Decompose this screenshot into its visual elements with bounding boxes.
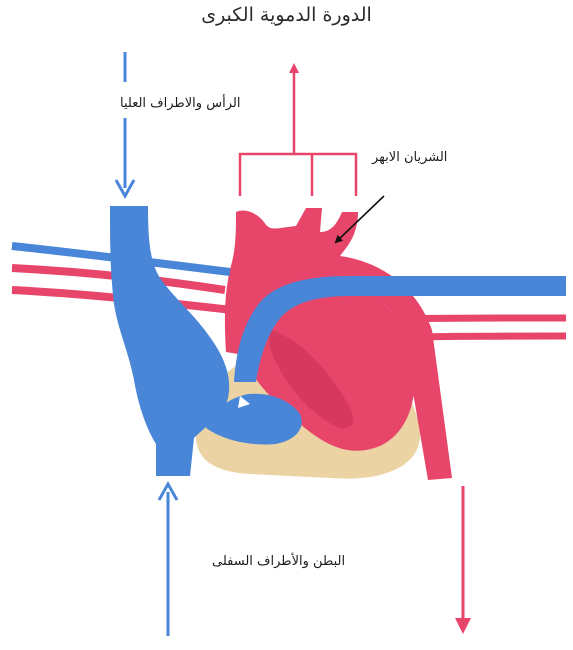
diagram-title: الدورة الدموية الكبرى (0, 4, 573, 26)
label-head-upper-limbs: الرأس والاطراف العليا (120, 96, 240, 111)
label-abdomen-lower-limbs: البطن والأطراف السفلى (212, 554, 345, 569)
label-aorta: الشريان الابهر (372, 150, 447, 165)
ivc-inflow-arrow (159, 484, 177, 636)
aorta-outflow-arrowhead (455, 618, 471, 634)
svc-inflow-arrow (116, 52, 134, 196)
head-branches (240, 68, 356, 196)
